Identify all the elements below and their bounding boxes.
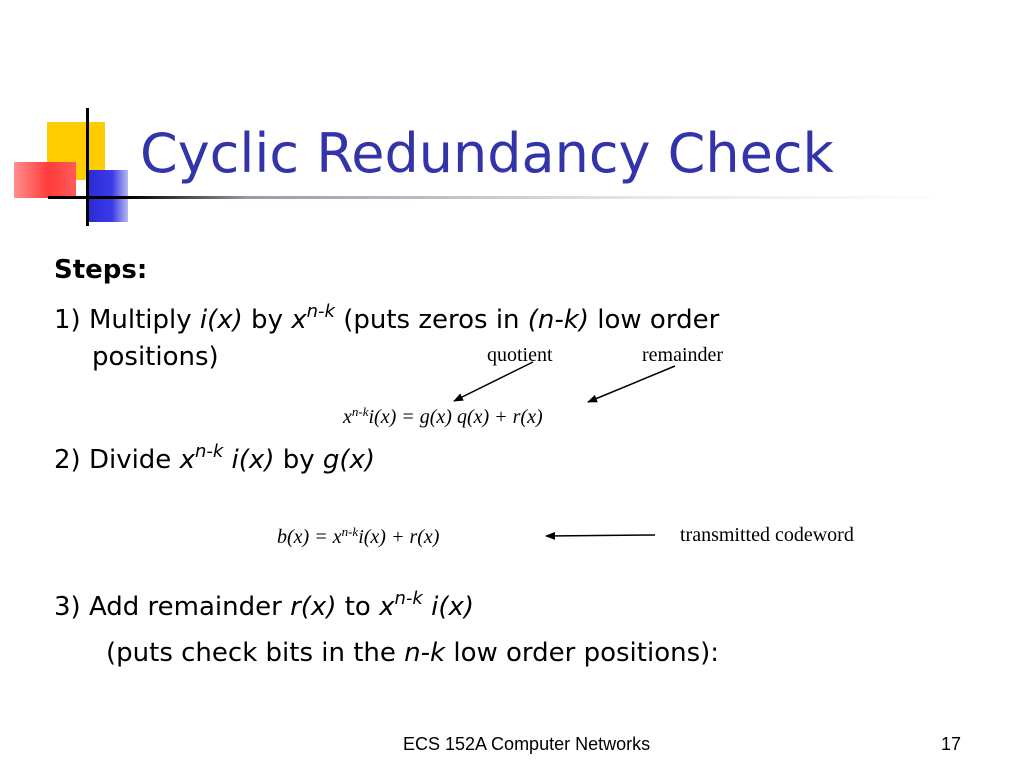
transmitted-codeword-label: transmitted codeword bbox=[680, 524, 854, 546]
step-3-line2-suffix: low order positions): bbox=[445, 638, 720, 668]
steps-label: Steps: bbox=[54, 255, 148, 285]
step-3-exponent: n-k bbox=[394, 588, 423, 609]
codeword-equation: b(x) = xn-ki(x) + r(x) bbox=[277, 525, 439, 547]
decor-vertical-line bbox=[86, 108, 89, 226]
eq2-lhs: b(x) = x bbox=[277, 526, 342, 548]
step-3-line2-nk: n-k bbox=[404, 638, 446, 668]
step-2-ix: i(x) bbox=[223, 445, 275, 475]
step-2-x: x bbox=[179, 445, 195, 475]
step-2-line: 2) Divide xn-k i(x) by g(x) bbox=[54, 441, 376, 475]
step-3-line-1: 3) Add remainder r(x) to xn-k i(x) bbox=[54, 588, 474, 622]
step-1-ix: i(x) bbox=[199, 305, 243, 335]
codeword-arrow bbox=[545, 531, 656, 540]
footer-course: ECS 152A Computer Networks bbox=[403, 734, 651, 754]
eq1-rest: i(x) = g(x) q(x) + r(x) bbox=[368, 406, 543, 428]
step-1-suffix: low order bbox=[589, 305, 720, 335]
step-1-mid: (puts zeros in bbox=[334, 305, 528, 335]
step-3-line2-prefix: (puts check bits in the bbox=[106, 638, 405, 668]
step-1-line-1: 1) Multiply i(x) by xn-k (puts zeros in … bbox=[54, 301, 720, 335]
quotient-arrow bbox=[453, 361, 534, 402]
step-3-rx: r(x) bbox=[290, 592, 337, 622]
step-1-line-2: positions) bbox=[92, 342, 219, 372]
step-2-exponent: n-k bbox=[194, 441, 224, 462]
step-1-exponent: n-k bbox=[306, 301, 335, 322]
step-1-x: x bbox=[291, 305, 307, 335]
eq1-x: x bbox=[343, 406, 352, 428]
eq2-rest: i(x) + r(x) bbox=[358, 526, 440, 548]
step-3-prefix: 3) Add remainder bbox=[54, 592, 291, 622]
decor-red-bar bbox=[14, 162, 76, 198]
page-number: 17 bbox=[941, 734, 962, 754]
step-3-ix: i(x) bbox=[422, 592, 474, 622]
step-1-nk: (n-k) bbox=[527, 305, 589, 335]
step-1-prefix: 1) Multiply bbox=[54, 305, 200, 335]
remainder-label: remainder bbox=[642, 344, 724, 366]
division-equation: xn-ki(x) = g(x) q(x) + r(x) bbox=[343, 405, 543, 427]
title-underline bbox=[48, 196, 958, 199]
eq1-exponent: n-k bbox=[351, 404, 369, 419]
step-3-line-2: (puts check bits in the n-k low order po… bbox=[106, 640, 719, 666]
slide-title: Cyclic Redundancy Check bbox=[140, 122, 834, 185]
step-3-to: to bbox=[336, 592, 380, 622]
step-3-x: x bbox=[379, 592, 395, 622]
step-2-by: by bbox=[274, 445, 323, 475]
eq2-exponent: n-k bbox=[341, 524, 359, 539]
quotient-label: quotient bbox=[487, 344, 553, 366]
step-2-gx: g(x) bbox=[322, 445, 376, 475]
remainder-arrow bbox=[587, 365, 676, 403]
step-2-prefix: 2) Divide bbox=[54, 445, 180, 475]
step-1-by: by bbox=[242, 305, 292, 335]
